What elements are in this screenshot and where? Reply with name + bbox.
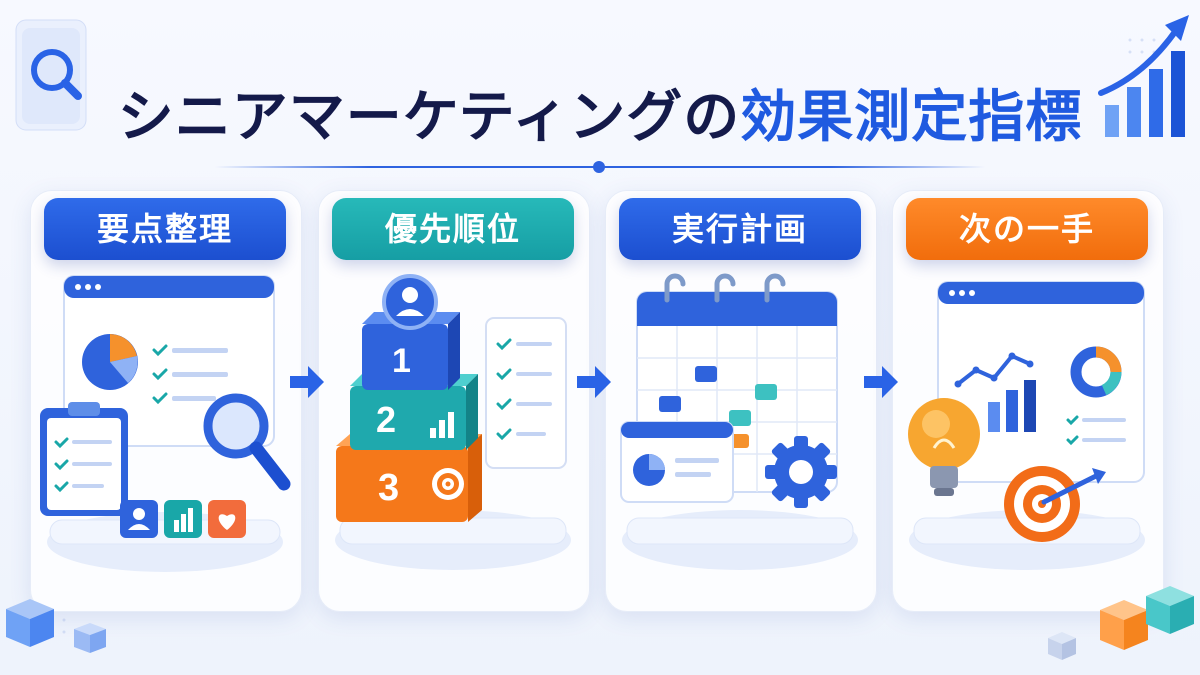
checklist-icon: [152, 344, 228, 405]
search-icon: [15, 19, 87, 131]
pie-chart-icon: [82, 334, 138, 390]
target-icon: [1004, 466, 1106, 542]
step-label-4: 次の一手: [906, 198, 1148, 260]
checklist-card-icon: [485, 317, 567, 469]
bar-chart-icon: [988, 380, 1036, 432]
step-label-1: 要点整理: [44, 198, 286, 260]
arrow-right-icon: [290, 366, 324, 398]
target-icon: [432, 468, 464, 500]
growth-chart-icon: [1098, 15, 1189, 137]
user-avatar-icon: [382, 274, 438, 330]
report-window-icon: [620, 421, 734, 503]
planning-illustration: [620, 273, 858, 570]
next-step-illustration: [908, 281, 1145, 570]
gear-icon: [765, 436, 837, 508]
step-label-3: 実行計画: [619, 198, 861, 260]
title-main: シニアマーケティングの: [117, 85, 741, 150]
arrow-right-icon: [864, 366, 898, 398]
divider-dot: [593, 161, 605, 173]
block-number-3: 3: [378, 467, 399, 509]
donut-chart-icon: [1070, 346, 1122, 398]
title-accent: 効果測定指標: [740, 85, 1083, 150]
bar-chart-icon: [430, 412, 454, 438]
magnifier-icon: [203, 393, 291, 491]
dashboard-window-icon: [937, 281, 1145, 483]
priority-blocks-illustration: 3 2 1: [335, 274, 571, 570]
user-tile-icon: [120, 500, 158, 538]
block-number-2: 2: [376, 399, 396, 440]
clipboard-icon: [40, 402, 128, 516]
cube-decoration-icon: [1048, 586, 1194, 660]
page-title: シニアマーケティングの効果測定指標: [100, 78, 1100, 158]
line-chart-icon: [954, 352, 1034, 388]
heart-tile-icon: [208, 500, 246, 538]
lightbulb-icon: [908, 398, 980, 496]
arrow-right-icon: [577, 366, 611, 398]
cube-decoration-icon: [6, 599, 106, 653]
step-label-2: 優先順位: [332, 198, 574, 260]
block-number-1: 1: [392, 342, 411, 380]
analysis-illustration: [40, 275, 291, 572]
bar-chart-tile-icon: [164, 500, 202, 538]
